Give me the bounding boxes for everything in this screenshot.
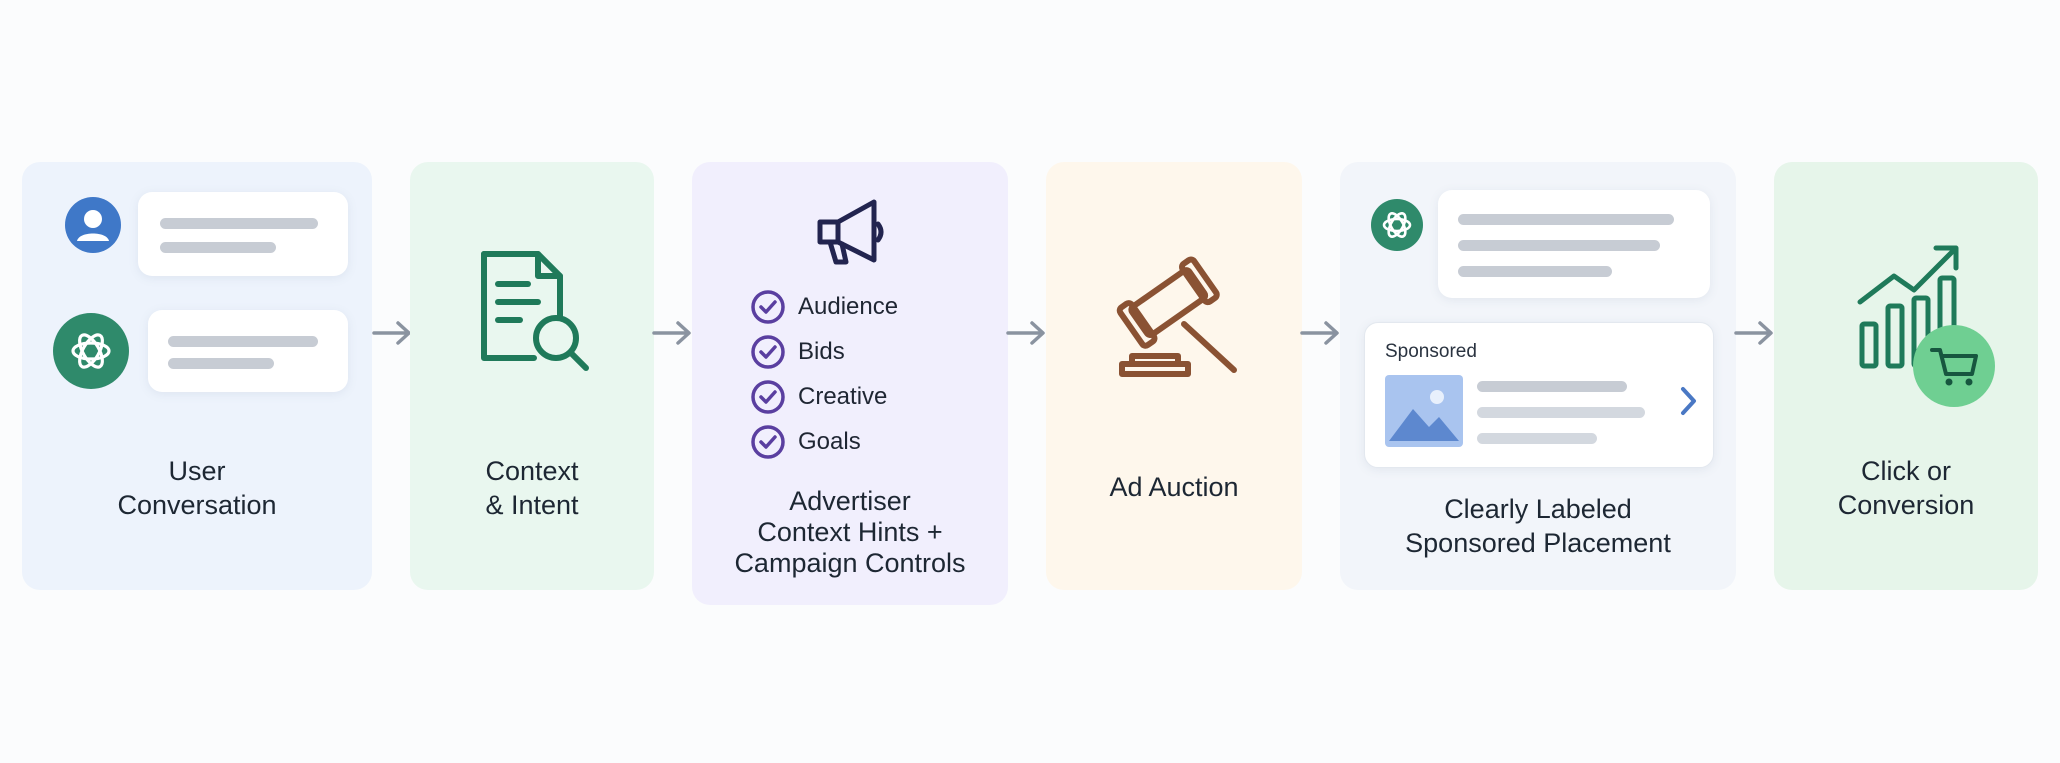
cart-icon (1913, 325, 1995, 407)
step-ad-auction: Ad Auction (1046, 162, 1302, 590)
arrow-right-icon (1300, 321, 1339, 345)
assistant-response-bubble (1438, 190, 1710, 298)
control-label: Creative (798, 383, 888, 410)
arrow-right-icon (1734, 321, 1773, 345)
user-message-bubble (138, 192, 348, 276)
check-circle-icon (751, 425, 785, 459)
control-creative: Creative (750, 379, 887, 415)
step-user-conversation: User Conversation (22, 162, 372, 590)
step-label: Click or Conversion (1837, 456, 1975, 520)
step-label: User Conversation (117, 456, 277, 520)
control-label: Bids (798, 338, 845, 365)
step-label: Clearly Labeled Sponsored Placement (1405, 494, 1671, 558)
arrow-right-icon (652, 321, 691, 345)
step-context-intent: Context & Intent (410, 162, 654, 590)
step-label: Context & Intent (485, 456, 579, 520)
document-search-icon (481, 251, 589, 371)
sponsored-tag: Sponsored (1385, 341, 1477, 362)
check-circle-icon (751, 290, 785, 324)
step-click-conversion: Click or Conversion (1774, 162, 2038, 590)
check-circle-icon (751, 380, 785, 414)
arrow-right-icon (372, 321, 411, 345)
control-goals: Goals (750, 424, 861, 460)
sponsored-ad-card[interactable]: Sponsored (1364, 322, 1714, 468)
step-label: Ad Auction (1109, 472, 1239, 502)
control-bids: Bids (750, 334, 845, 370)
arrow-right-icon (1006, 321, 1045, 345)
step-label: Advertiser Context Hints + Campaign Cont… (734, 486, 966, 578)
user-avatar-icon (65, 197, 121, 253)
gavel-icon (1116, 256, 1237, 377)
control-label: Goals (798, 428, 861, 455)
step-sponsored-placement: Sponsored Clearly Labeled Sponsored Plac… (1340, 162, 1736, 590)
growth-chart-icon (1857, 245, 1959, 369)
step-advertiser: Advertiser Context Hints + Campaign Cont… (692, 162, 1008, 605)
assistant-message-bubble (148, 310, 348, 392)
image-icon (1385, 375, 1463, 447)
check-circle-icon (751, 335, 785, 369)
chevron-right-icon[interactable] (1677, 385, 1699, 417)
megaphone-icon (817, 199, 884, 265)
chatgpt-logo-icon (1371, 199, 1423, 251)
control-audience: Audience (750, 289, 898, 325)
chatgpt-logo-icon (53, 313, 129, 389)
control-label: Audience (798, 293, 899, 320)
